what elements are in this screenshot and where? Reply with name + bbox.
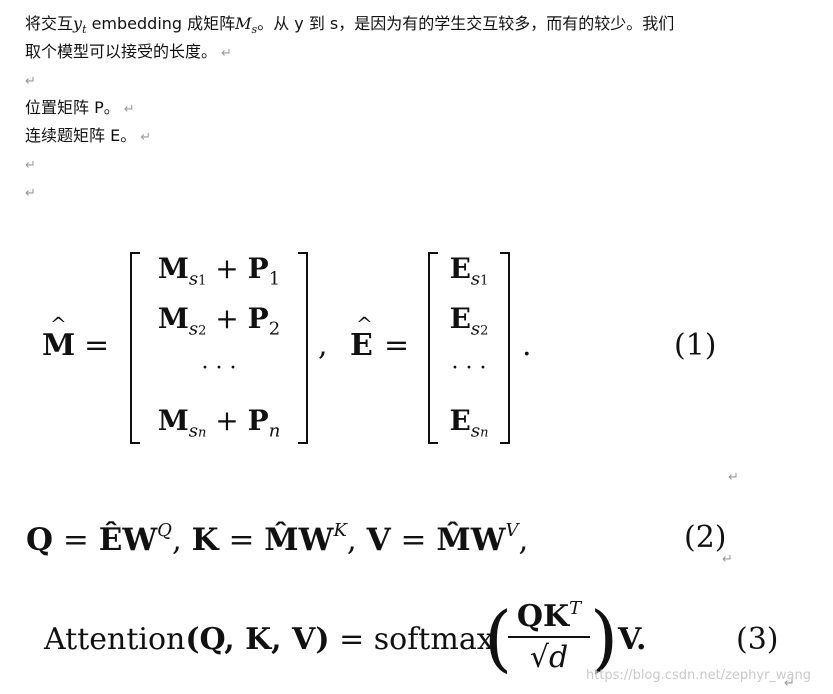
eq2-expression: Q = ÊWQ, K = M̂WK, V = M̂WV,: [26, 520, 529, 558]
eq1-number: (1): [674, 328, 717, 363]
eq3-right-paren: ): [590, 596, 619, 680]
position-text: 位置矩阵 P。: [25, 98, 120, 117]
matrix-m-dots: · · ·: [201, 356, 237, 381]
return-mark-icon: ↵: [728, 470, 739, 485]
right-bracket: [298, 252, 308, 444]
matrix-e-row-2: Es2: [449, 302, 489, 340]
eq3-lhs: Attention(Q, K, V) = softmax: [44, 622, 494, 657]
position-matrix-line: 位置矩阵 P。↵: [25, 98, 135, 120]
return-mark-icon: ↵: [140, 130, 152, 145]
eq3-denominator: √d: [529, 640, 569, 675]
eq1-lhs-m-hat: ^M: [42, 312, 76, 363]
var-m-s: Ms: [235, 14, 258, 37]
eq3-return-line: ↵: [784, 672, 795, 694]
eq1-comma: ,: [318, 328, 328, 363]
eq1-equals-2: =: [384, 328, 410, 363]
eq3-tail: V.: [618, 622, 647, 657]
empty-line-2: ↵: [25, 154, 36, 176]
watermark: https://blog.csdn.net/zephyr_wang: [586, 668, 811, 683]
eq1-period: .: [522, 328, 532, 363]
matrix-e-dots: · · ·: [451, 356, 487, 381]
para1-text-c: 。从 y 到 s，是因为有的学生交互较多，而有的较少。我们: [257, 14, 675, 33]
eq3-number: (3): [736, 622, 779, 657]
eq1-return-line: ↵: [728, 466, 739, 488]
empty-line-3: ↵: [25, 182, 36, 204]
return-mark-icon: ↵: [123, 102, 135, 117]
left-bracket: [428, 252, 438, 444]
empty-line-1: ↵: [25, 70, 36, 92]
eq1-equals: =: [84, 328, 110, 363]
exercise-text: 连续题矩阵 E。: [25, 126, 137, 145]
eq2-return-line: ↵: [722, 548, 733, 570]
left-bracket: [130, 252, 140, 444]
right-bracket: [500, 252, 510, 444]
paragraph-line-1: 将交互yt embedding 成矩阵Ms。从 y 到 s，是因为有的学生交互较…: [25, 14, 674, 40]
matrix-e-row-n: Esn: [449, 404, 489, 442]
eq1-lhs-e-hat: ^E: [350, 312, 373, 363]
matrix-m-row-1: Ms1 + P1: [157, 252, 281, 290]
matrix-m-row-n: Msn + Pn: [157, 404, 281, 442]
return-mark-icon: ↵: [221, 46, 232, 61]
para1-text-a: 将交互: [25, 14, 74, 33]
para1-text-line2: 取个模型可以接受的长度。: [25, 42, 218, 61]
paragraph-line-2: 取个模型可以接受的长度。↵: [25, 42, 232, 64]
return-mark-icon: ↵: [25, 158, 36, 173]
eq1-matrix-m: Ms1 + P1 Ms2 + P2 · · · Msn + Pn: [130, 252, 308, 444]
var-y-t: yt: [73, 14, 87, 37]
return-mark-icon: ↵: [784, 676, 795, 691]
matrix-e-row-1: Es1: [449, 252, 489, 290]
eq3-numerator: QKT: [508, 598, 590, 638]
eq2-number: (2): [684, 520, 727, 555]
return-mark-icon: ↵: [25, 186, 36, 201]
return-mark-icon: ↵: [25, 74, 36, 89]
exercise-matrix-line: 连续题矩阵 E。↵: [25, 126, 151, 148]
eq3-left-paren: (: [484, 596, 513, 680]
return-mark-icon: ↵: [722, 552, 733, 567]
eq1-matrix-e: Es1 Es2 · · · Esn: [428, 252, 510, 444]
eq3-fraction: QKT √d: [508, 598, 590, 675]
para1-text-b: embedding 成矩阵: [86, 14, 236, 33]
matrix-m-row-2: Ms2 + P2: [157, 302, 281, 340]
